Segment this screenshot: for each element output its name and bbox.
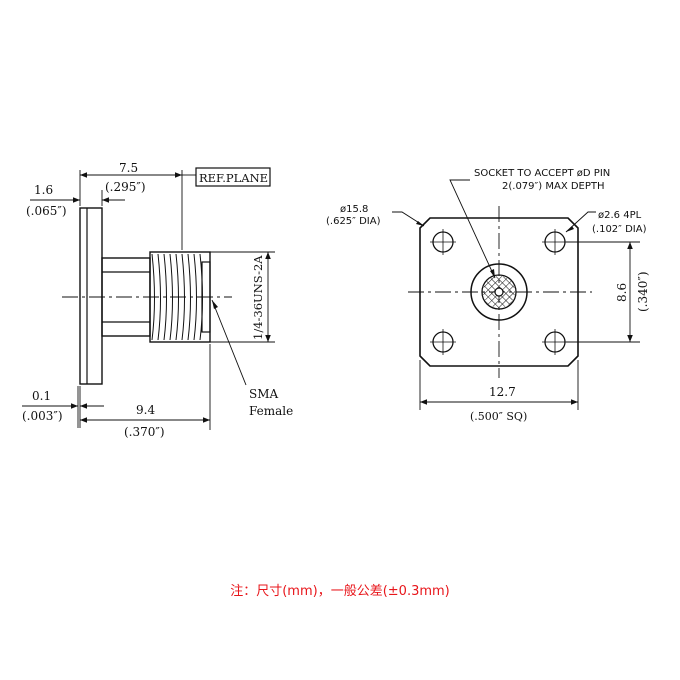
hole-dia-inch-label: (.102″ DIA) — [592, 224, 647, 235]
tolerance-note-text: 注：尺寸(mm)，一般公差(±0.3mm) — [230, 584, 450, 599]
socket-note-line2: 2(.079″) MAX DEPTH — [502, 181, 605, 192]
hole-dia-leader — [565, 211, 596, 233]
dim-0-1-inch-label: (.003″) — [22, 409, 63, 423]
socket-note-line1: SOCKET TO ACCEPT øD PIN — [474, 168, 610, 179]
ref-plane-label: REF.PLANE — [199, 171, 268, 185]
sma-label: SMA — [249, 387, 279, 401]
dim-9-4-inch-label: (.370″) — [124, 425, 165, 439]
hole-dia-label: ø2.6 4PL — [598, 210, 642, 221]
dim-0-1-label: 0.1 — [32, 389, 51, 403]
thread-label: 1/4-36UNS-2A — [251, 255, 265, 340]
hole-spacing-label: 8.6 — [615, 283, 629, 302]
sma-leader — [211, 299, 247, 386]
hole-spacing-inch-label: (.340″) — [636, 271, 650, 312]
side-view — [22, 167, 275, 430]
socket-pin — [494, 287, 504, 297]
dim-7-5-label: 7.5 — [119, 161, 138, 175]
square-label: 12.7 — [489, 385, 516, 399]
dim-9-4-label: 9.4 — [136, 403, 155, 417]
female-label: Female — [249, 404, 293, 418]
dim-1-6-inch-label: (.065″) — [26, 204, 67, 218]
thread-lines — [151, 253, 203, 341]
tolerance-note: 注：尺寸(mm)，一般公差(±0.3mm) — [0, 580, 680, 599]
flange-dia-leader — [392, 211, 425, 227]
ref-plane-box — [195, 167, 271, 187]
square-inch-label: (.500″ SQ) — [470, 410, 527, 423]
dim-1-6-label: 1.6 — [34, 183, 53, 197]
flange-outline — [79, 207, 103, 385]
dim-7-5-inch-label: (.295″) — [105, 180, 146, 194]
flange-dia-label: ø15.8 — [340, 204, 368, 215]
socket-leader — [449, 179, 496, 279]
flange-dia-inch-label: (.625″ DIA) — [326, 216, 381, 227]
mounting-holes — [430, 229, 568, 355]
dielectric-circle — [481, 274, 517, 310]
flange-square — [419, 217, 579, 367]
outer-body-circle — [470, 263, 528, 321]
front-view — [392, 179, 640, 410]
